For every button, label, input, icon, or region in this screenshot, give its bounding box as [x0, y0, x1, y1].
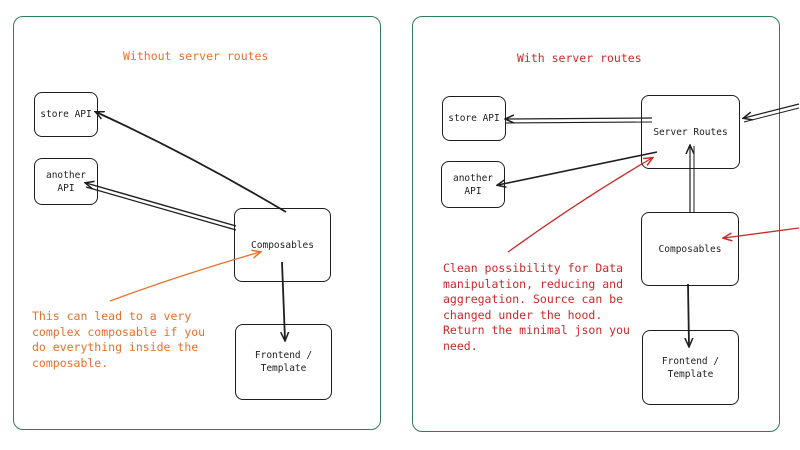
left-store-api-box: store API — [34, 92, 98, 137]
right-composables-box: Composables — [641, 212, 739, 286]
arrow-right-annotation-pointer — [507, 158, 652, 253]
right-annotation: Clean possibility for Data manipulation,… — [443, 261, 630, 353]
panel-without-server-routes — [13, 16, 381, 430]
arrow-server-routes-to-store-api — [506, 118, 653, 119]
right-store-api-box: store API — [442, 96, 506, 141]
right-frontend-template-box: Frontend / Template — [642, 330, 739, 405]
arrow-left-composables-to-frontend — [282, 261, 285, 340]
arrow-left-composables-to-another-api — [86, 183, 237, 227]
arrow-left-composables-to-store-api — [96, 112, 287, 213]
arrow-server-routes-to-another-api — [498, 151, 658, 185]
left-panel-title: Without server routes — [123, 49, 269, 63]
right-another-api-box: another API — [441, 161, 505, 208]
arrow-external-to-server-routes — [744, 103, 800, 118]
panel-with-server-routes — [412, 16, 780, 432]
left-another-api-box: another API — [34, 158, 98, 205]
right-panel-title: With server routes — [517, 51, 642, 65]
arrow-external-to-composables — [724, 227, 800, 238]
arrow-right-composables-to-frontend — [688, 283, 689, 346]
left-annotation: This can lead to a very complex composab… — [32, 309, 206, 370]
arrow-left-annotation-pointer — [109, 252, 260, 302]
